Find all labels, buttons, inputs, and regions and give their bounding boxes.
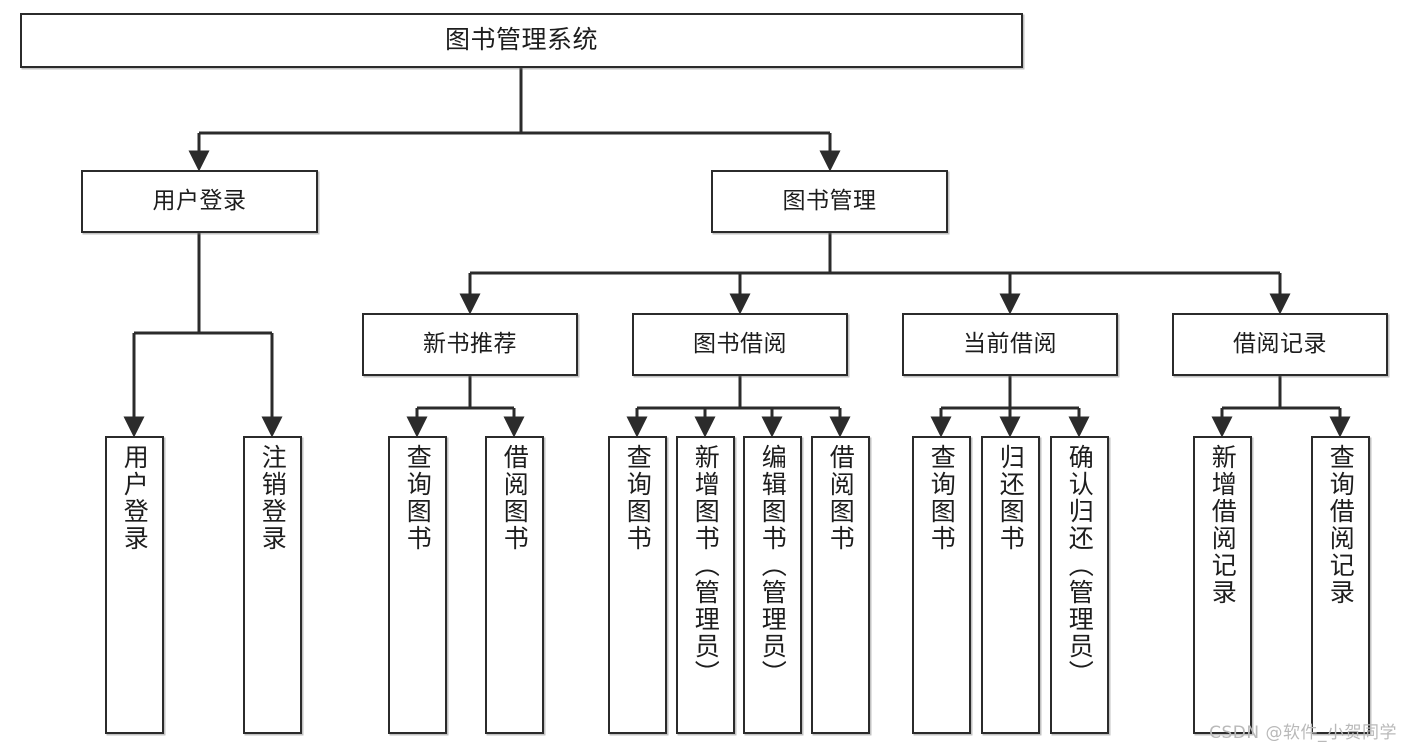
node-label: 查询借阅记录	[1326, 444, 1356, 606]
leaf-user-login[interactable]: 用户登录	[105, 436, 164, 734]
node-label: 新增图书（管理员）	[691, 444, 721, 687]
leaf-borrow-books[interactable]: 借阅图书	[811, 436, 870, 734]
node-label: 图书管理	[782, 188, 877, 215]
node-label: 图书管理系统	[444, 25, 598, 55]
node-borrowing-records[interactable]: 借阅记录	[1172, 313, 1388, 376]
leaf-query-books-recommendation[interactable]: 查询图书	[388, 436, 447, 734]
node-root-book-management-system[interactable]: 图书管理系统	[20, 13, 1023, 68]
leaf-query-books-borrowing[interactable]: 查询图书	[608, 436, 667, 734]
node-label: 图书借阅	[693, 331, 787, 358]
node-label: 归还图书	[996, 444, 1026, 552]
node-label: 借阅图书	[500, 444, 530, 552]
node-label: 用户登录	[120, 444, 150, 552]
watermark-text: CSDN @软件_小贺同学	[1209, 723, 1397, 743]
node-book-management[interactable]: 图书管理	[711, 170, 948, 233]
node-label: 借阅图书	[826, 444, 856, 552]
leaf-edit-book-admin[interactable]: 编辑图书（管理员）	[743, 436, 802, 734]
node-new-book-recommendation[interactable]: 新书推荐	[362, 313, 578, 376]
node-book-borrowing[interactable]: 图书借阅	[632, 313, 848, 376]
node-label: 查询图书	[623, 444, 653, 552]
leaf-query-books-current[interactable]: 查询图书	[912, 436, 971, 734]
leaf-borrow-books-recommendation[interactable]: 借阅图书	[485, 436, 544, 734]
leaf-confirm-return-admin[interactable]: 确认归还（管理员）	[1050, 436, 1109, 734]
node-label: 注销登录	[258, 444, 288, 552]
node-label: 查询图书	[403, 444, 433, 552]
node-label: 借阅记录	[1233, 331, 1327, 358]
leaf-query-borrowing-record[interactable]: 查询借阅记录	[1311, 436, 1370, 734]
node-current-borrowing[interactable]: 当前借阅	[902, 313, 1118, 376]
node-label: 查询图书	[927, 444, 957, 552]
node-label: 确认归还（管理员）	[1065, 444, 1095, 687]
node-label: 用户登录	[152, 188, 247, 215]
leaf-add-borrowing-record[interactable]: 新增借阅记录	[1193, 436, 1252, 734]
leaf-logout[interactable]: 注销登录	[243, 436, 302, 734]
node-user-login[interactable]: 用户登录	[81, 170, 318, 233]
leaf-return-books[interactable]: 归还图书	[981, 436, 1040, 734]
node-label: 新书推荐	[423, 331, 517, 358]
node-label: 新增借阅记录	[1208, 444, 1238, 606]
node-label: 当前借阅	[963, 331, 1057, 358]
node-label: 编辑图书（管理员）	[758, 444, 788, 687]
leaf-add-book-admin[interactable]: 新增图书（管理员）	[676, 436, 735, 734]
